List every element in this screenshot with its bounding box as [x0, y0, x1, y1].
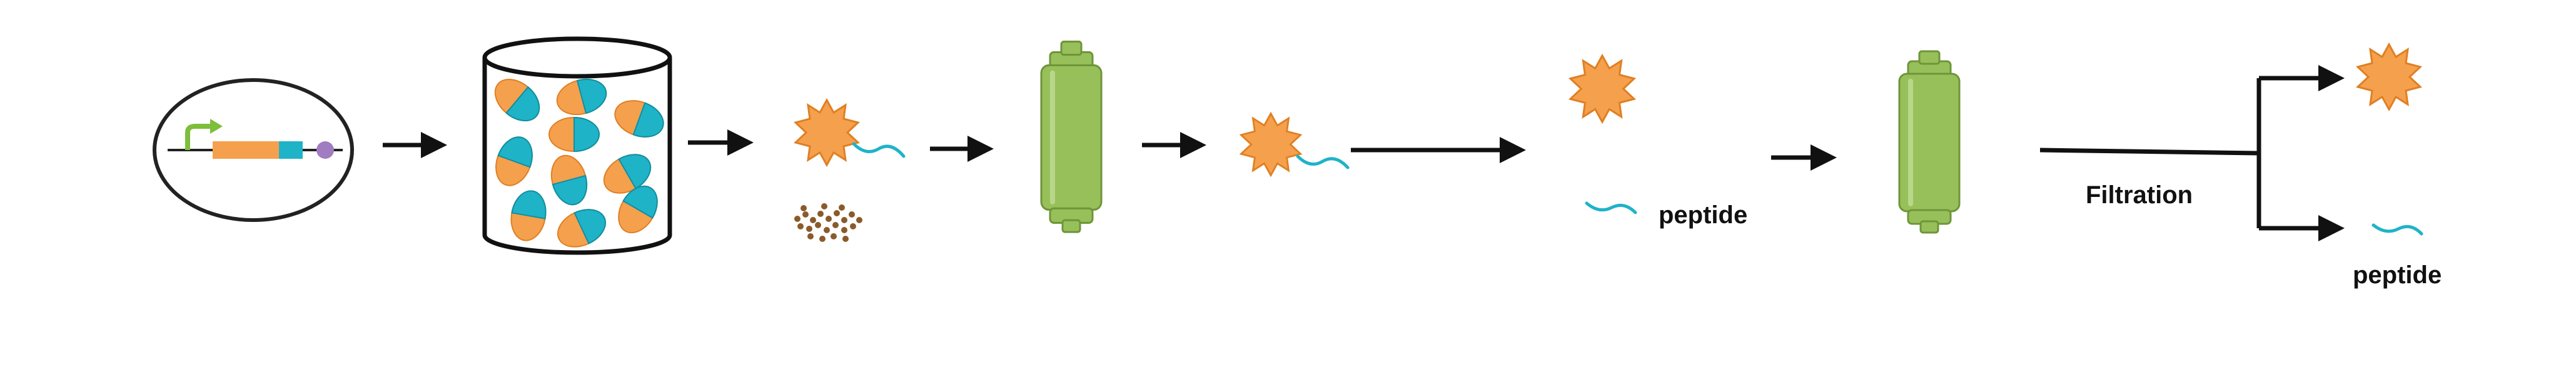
peptide-fragment-icon	[1296, 154, 1350, 169]
cell-debris-icon	[794, 203, 862, 242]
peptide-label: peptide	[2353, 261, 2442, 289]
peptide-fragment-icon	[1585, 201, 1637, 214]
peptide-label: peptide	[1659, 201, 1748, 229]
filtration-split-arrow	[2039, 65, 2345, 241]
chromatography-column-icon	[1899, 51, 1959, 233]
gene-insert	[213, 141, 279, 159]
fusion-protein-icon	[794, 99, 906, 166]
terminator-icon	[316, 141, 334, 159]
filtration-label: Filtration	[2086, 181, 2193, 209]
fusion-protein-icon	[1240, 113, 1350, 176]
peptide-fragment-icon	[852, 142, 906, 158]
protease-icon	[2356, 43, 2422, 111]
chromatography-column-icon	[1041, 42, 1101, 233]
protease-icon	[1569, 54, 1635, 123]
fermenter-icon	[482, 36, 672, 255]
tag-sequence	[279, 141, 303, 159]
promoter-arrow-icon	[185, 124, 211, 150]
peptide-fragment-icon	[2371, 223, 2423, 236]
plasmid-icon	[153, 78, 354, 222]
